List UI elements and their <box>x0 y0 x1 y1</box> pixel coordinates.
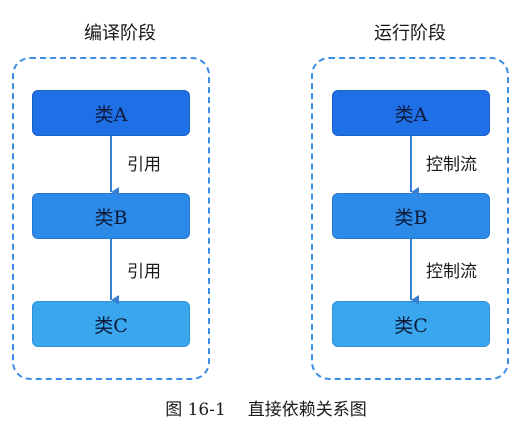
compile-edge-label-ab: 引用 <box>127 155 161 175</box>
compile-edge-label-bc: 引用 <box>127 262 161 282</box>
runtime-class-b-node: 类B <box>332 193 490 239</box>
runtime-class-a-node: 类A <box>332 90 490 136</box>
runtime-edge-label-ab: 控制流 <box>426 155 477 175</box>
compile-class-a-node: 类A <box>32 90 190 136</box>
runtime-phase-panel <box>311 57 509 380</box>
runtime-phase-title: 运行阶段 <box>374 23 446 44</box>
compile-phase-title: 编译阶段 <box>84 23 156 44</box>
figure-caption: 图 16-1 直接依赖关系图 <box>0 398 532 422</box>
compile-class-c-node: 类C <box>32 301 190 347</box>
compile-class-b-node: 类B <box>32 193 190 239</box>
compile-phase-panel <box>12 57 210 380</box>
runtime-class-c-node: 类C <box>332 301 490 347</box>
figure-caption-text: 直接依赖关系图 <box>247 400 367 420</box>
runtime-edge-label-bc: 控制流 <box>426 262 477 282</box>
figure-number: 图 16-1 <box>165 400 226 420</box>
